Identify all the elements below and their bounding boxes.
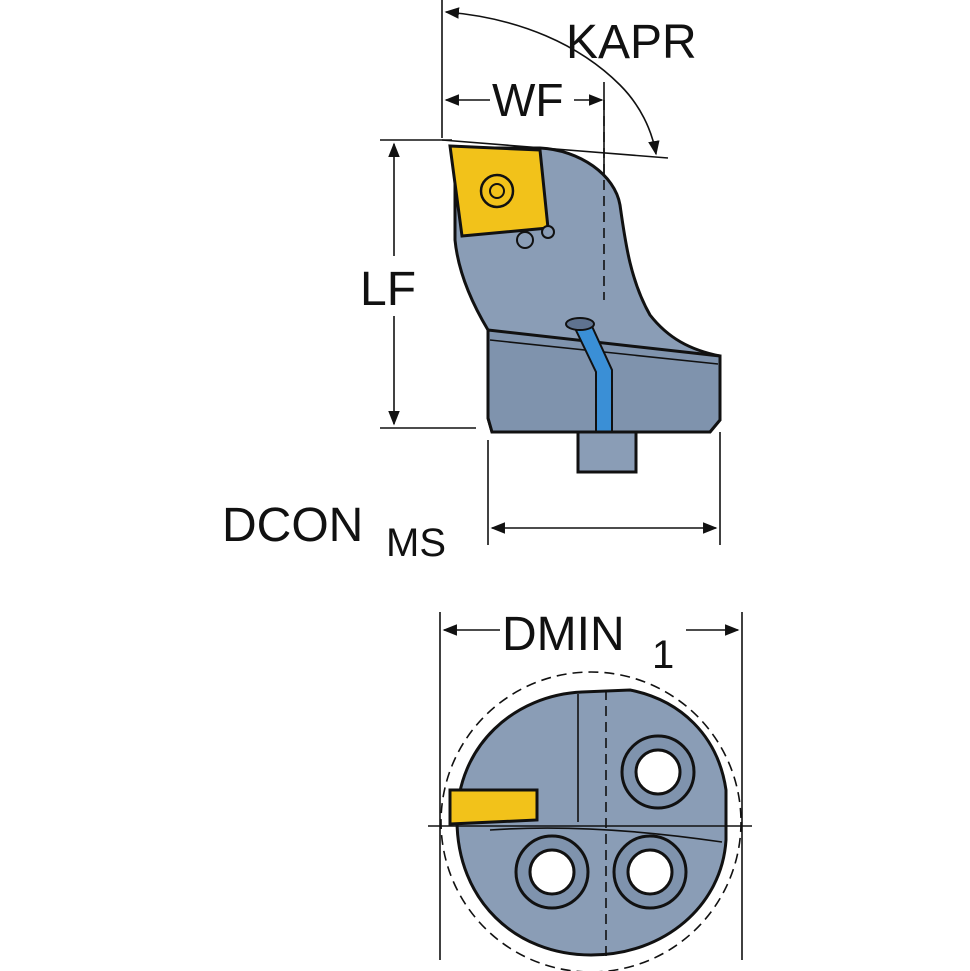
dcon-label: DCON (222, 499, 363, 552)
bolt-hole-top (620, 734, 696, 810)
bolt-hole-left (514, 834, 590, 910)
wf-label: WF (492, 74, 564, 126)
dmin-subscript: 1 (652, 633, 674, 677)
kapr-arc (444, 7, 660, 156)
coolant-stub (576, 430, 638, 474)
bolt-hole-right (612, 834, 688, 910)
end-insert (448, 788, 539, 826)
dmin-label: DMIN (502, 608, 625, 661)
end-view: DMIN 1 (428, 608, 752, 971)
dcon-subscript: MS (386, 521, 446, 565)
insert-screw-icon (479, 173, 515, 209)
lf-label: LF (360, 263, 416, 316)
kapr-label: KAPR (566, 16, 697, 69)
side-view: KAPR WF LF DCON MS (222, 0, 722, 565)
